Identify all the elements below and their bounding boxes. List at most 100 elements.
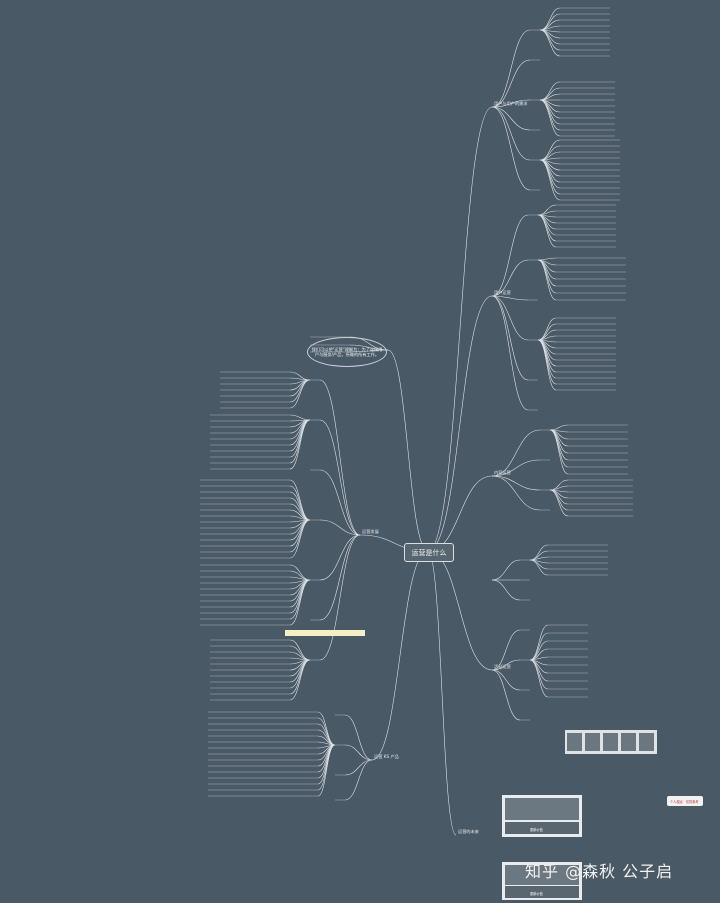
sub-connector [317,717,336,746]
sub-connector [549,479,569,491]
sub-connector [529,659,549,690]
sub-connector [344,714,373,761]
highlight-strip [285,630,365,636]
branch-connector [427,295,493,552]
branch-connector [371,550,429,761]
sub-connector [491,669,521,691]
sub-connector [289,579,311,614]
sub-connector [539,159,561,189]
sub-connector [549,429,569,447]
sub-connector [491,295,529,411]
sub-connector [289,419,311,452]
sub-connector [491,99,531,108]
sub-connector [289,519,311,541]
sub-connector [344,744,373,761]
sub-connector [289,639,311,661]
sub-connector [289,479,311,521]
sub-connector [289,485,311,521]
sub-connector [289,414,311,421]
sub-connector [539,159,561,201]
sub-connector [491,669,521,721]
sub-connector [344,759,373,801]
branch-connector [427,475,493,552]
branch-connector [427,106,493,552]
sub-connector [289,379,311,409]
quote-badge-text: 个人观点 · 仅供参考 [670,799,699,804]
image-cell [505,798,579,820]
sub-connector [289,579,311,626]
connector-lines [289,7,569,836]
sub-connector [491,29,531,108]
branch-connector [387,349,429,552]
branch-label: 活动运营 [494,663,511,670]
sub-connector [539,99,561,125]
image-cell [621,733,636,751]
branch-label: 运营发展 [362,528,380,535]
image-cell [639,733,654,751]
sub-connector [491,295,529,301]
root-label: 运营是什么 [411,548,447,557]
branch-label: 运营 KS 产品 [374,753,399,760]
branch-label: 用户与用户的需求 [494,100,528,107]
sub-connector [491,559,521,581]
image-cell [603,733,618,751]
footer-board-label: 更新价值 [530,891,544,896]
sub-connector [529,624,549,661]
branch-label: 运营的未来 [458,828,480,835]
sub-connector [537,323,557,341]
sub-connector [539,159,561,183]
sub-connector [491,659,521,671]
sub-connector [539,139,561,161]
image-cell [505,822,579,834]
sub-connector [539,29,561,57]
sub-connector [549,489,569,511]
sub-connector [491,629,521,671]
sub-connector [319,419,361,536]
root-node[interactable]: 运营是什么 [404,543,454,562]
sub-connector [289,491,311,521]
sub-connector [289,579,311,620]
sub-connector [289,659,311,689]
sub-connector [537,339,557,373]
leaf-underlines [200,7,633,801]
sub-connector [491,475,541,511]
sub-connector [289,379,311,403]
sub-connector [319,519,361,536]
quote-badge [667,796,703,806]
sub-connector [537,259,557,287]
sub-connector [319,534,361,621]
sub-connector [529,544,549,561]
sub-connector [539,7,561,31]
sub-connector [537,214,557,248]
branch-connector [427,550,457,836]
sub-connector [491,295,529,341]
sub-connector [537,317,557,341]
sub-connector [539,99,561,137]
sub-connector [539,29,561,51]
sub-connector [289,659,311,701]
sub-connector [491,459,541,477]
branch-label: 内容运营 [494,469,511,476]
sub-connector [491,429,541,477]
sub-connector [317,744,336,791]
sub-connector [549,429,569,468]
sub-connector [289,497,311,521]
footer-board-label: 更新价值 [530,827,544,832]
sub-connector [529,559,549,576]
sub-connector [491,106,531,161]
sub-connector [491,579,521,601]
sub-connector [539,99,561,131]
sub-connector [549,424,569,431]
definition-callout: 我们可以把"运营"理解为：为了连接用户与服务/产品，所做的所有工作。 [307,337,387,367]
sub-connector [529,632,549,661]
sub-connector [491,106,531,191]
sub-connector [491,59,531,108]
sub-connector [491,295,529,381]
sub-connector [537,339,557,391]
sub-connector [537,257,557,261]
sub-connector [319,379,361,536]
sub-connector [289,519,311,553]
image-cell [505,865,579,885]
